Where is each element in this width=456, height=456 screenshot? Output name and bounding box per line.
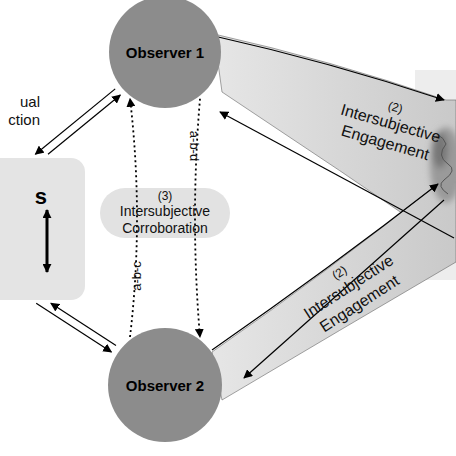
- label-text: ual ction: [0, 93, 40, 129]
- label-group: (2)Intersubjective Engagement: [323, 83, 456, 168]
- observer-circle: Observer 2: [108, 328, 222, 442]
- vertical-double-arrow: [46, 210, 49, 272]
- label-text: Intersubjective Corroboration: [100, 203, 230, 237]
- interaction-arrow: [51, 303, 116, 345]
- circle-fill: [108, 328, 222, 442]
- engagement-arrow: [214, 36, 444, 100]
- callout-number: (3): [100, 189, 230, 203]
- interaction-box: s: [0, 158, 85, 300]
- label-group: (3)Intersubjective Corroboration: [100, 189, 230, 237]
- node-text: Observer 2: [126, 377, 204, 394]
- label-text: Intersubjective Engagement: [291, 245, 417, 345]
- edge-label: a-b-d: [187, 131, 202, 161]
- corroboration-pill: [100, 188, 230, 238]
- node-text: s: [0, 184, 47, 210]
- engagement-band: [212, 182, 456, 400]
- label-group: (2)Intersubjective Engagement: [283, 233, 417, 345]
- label-group: ual ction: [0, 93, 40, 129]
- observer-circle: Observer 1: [109, 0, 221, 108]
- return-arrow: [244, 200, 444, 378]
- interaction-arrow: [35, 89, 115, 154]
- engagement-arrow: [212, 184, 438, 350]
- node-text: Observer 1: [126, 44, 204, 61]
- interaction-arrow: [48, 95, 120, 154]
- interaction-arrow: [36, 303, 111, 352]
- circle-fill: [109, 0, 221, 108]
- edge-label: a-b-c: [129, 261, 144, 291]
